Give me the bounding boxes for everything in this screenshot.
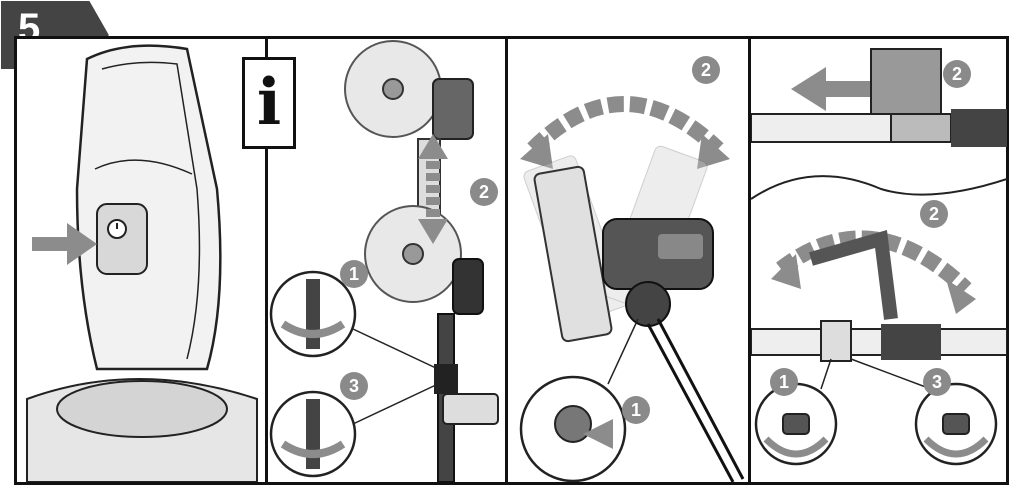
callout-3: 3 [340,372,368,400]
panel-divider-1 [265,36,268,485]
panel-divider-3 [748,36,751,485]
callout-2: 2 [943,60,971,88]
telescopic-brush-illustration [269,40,499,482]
callout-2: 2 [692,56,720,84]
panel-divider-2 [505,36,508,485]
handle-adjust-illustration [751,48,1007,466]
info-symbol-box: i [242,57,296,149]
callout-3: 3 [923,368,951,396]
callout-2: 2 [920,200,948,228]
info-symbol: i [256,65,282,140]
callout-1: 1 [340,260,368,288]
head-rotate-illustration [519,96,745,482]
callout-1: 1 [770,368,798,396]
power-button-illustration [26,44,258,482]
callout-1: 1 [622,396,650,424]
callout-2: 2 [470,178,498,206]
